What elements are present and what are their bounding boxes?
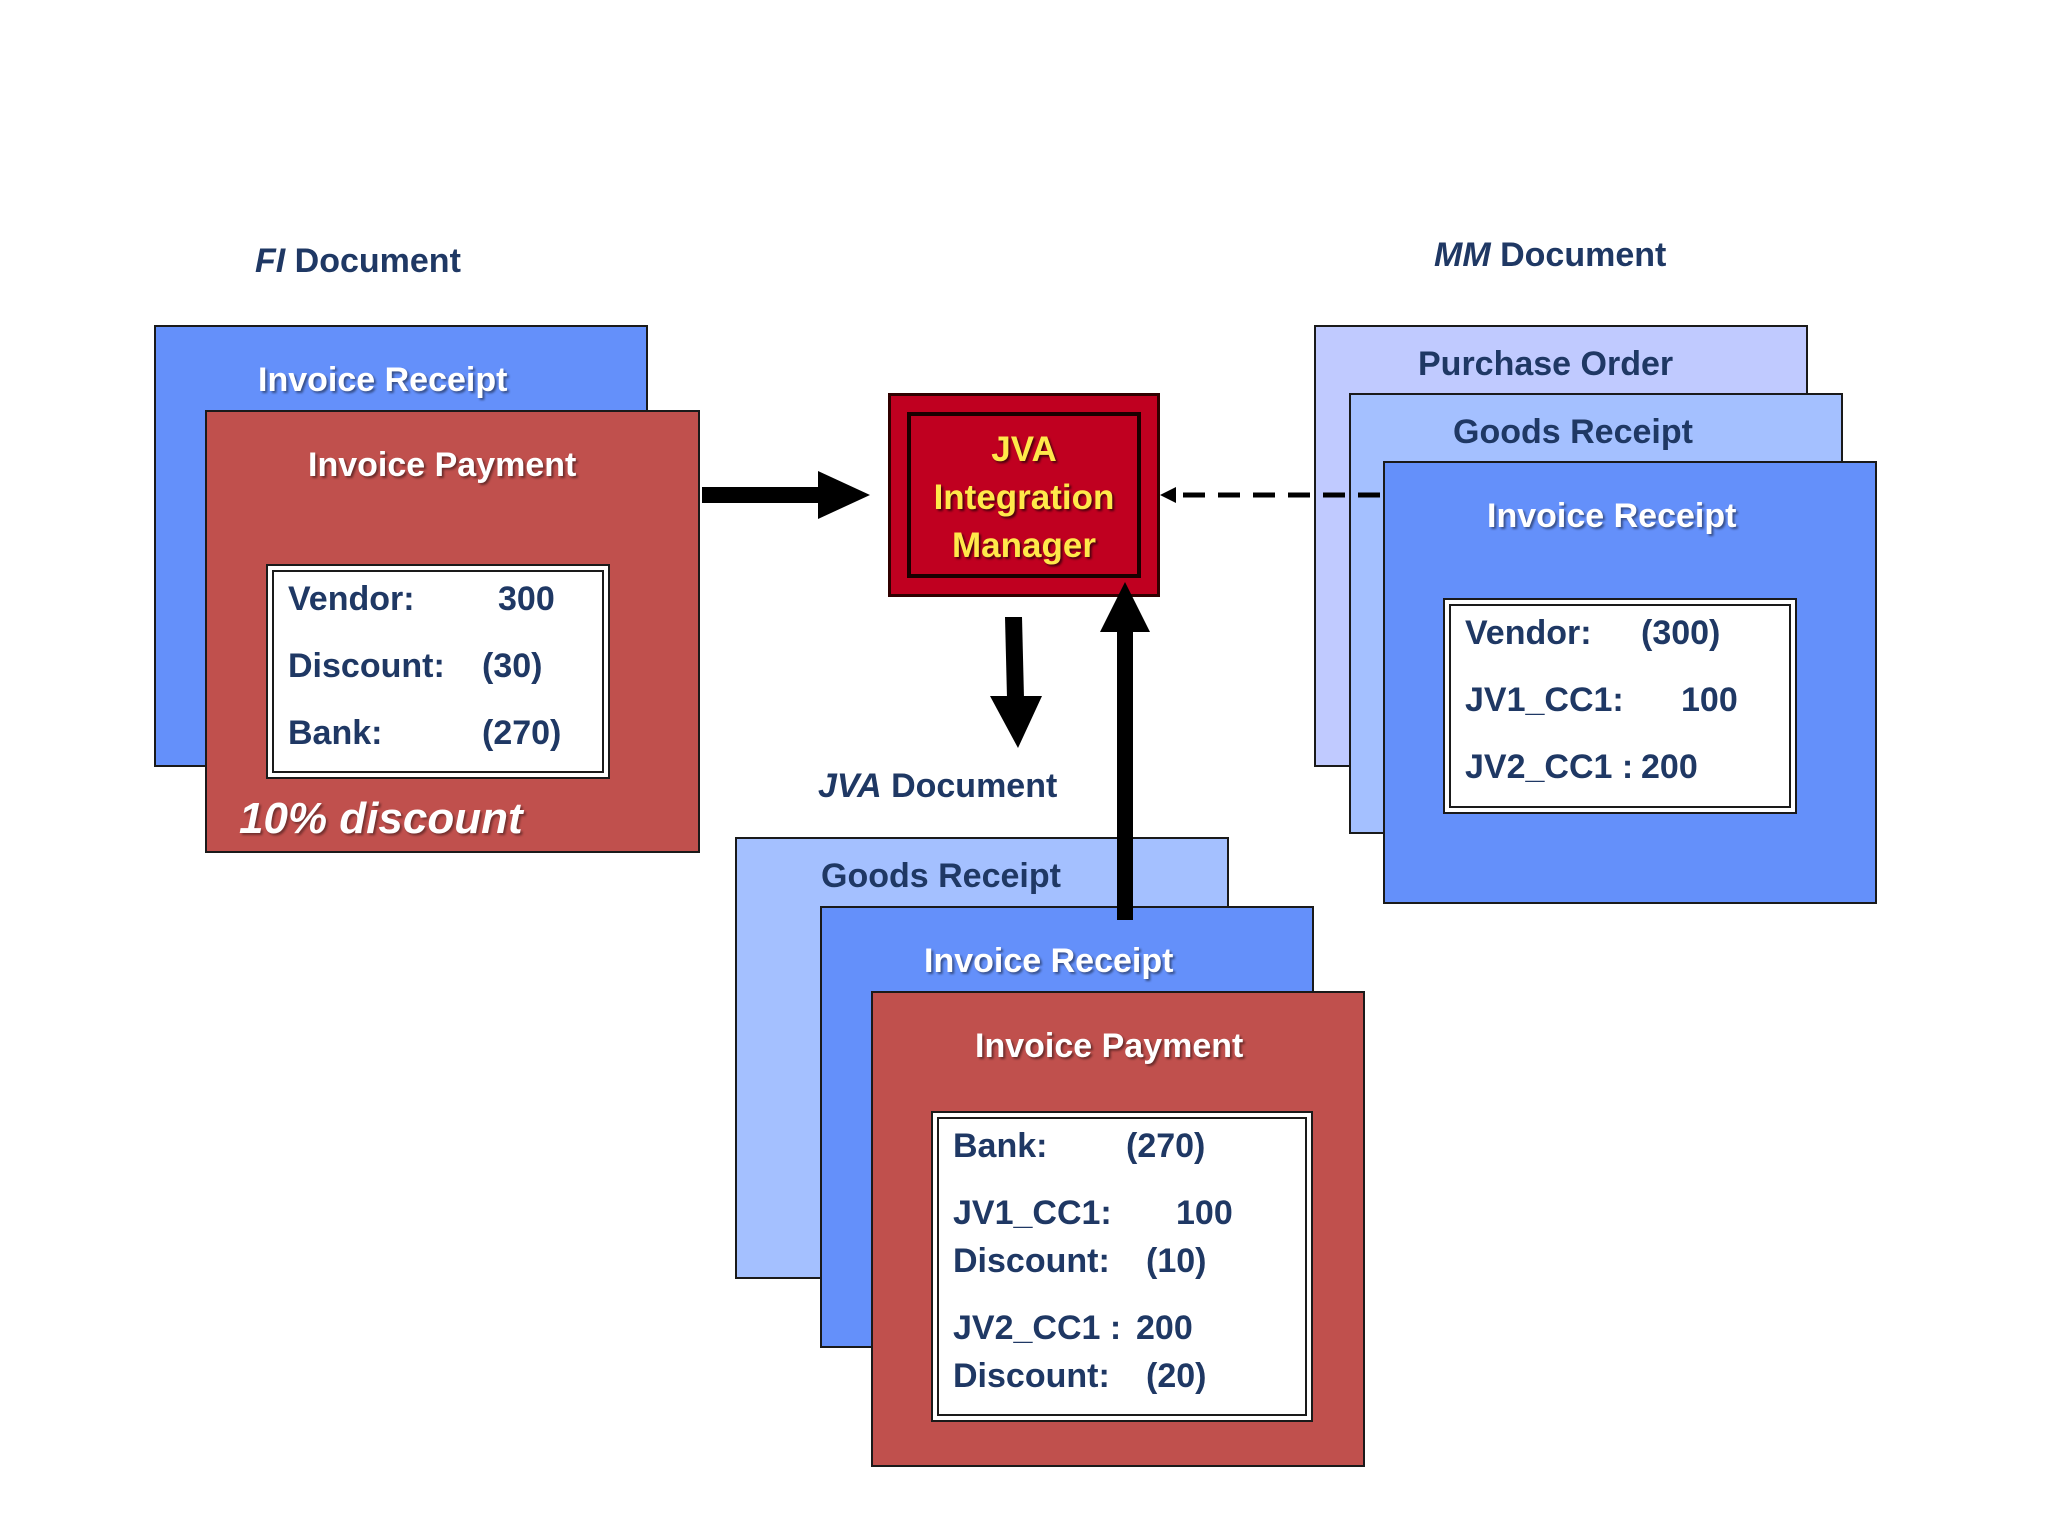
manager-inner-frame bbox=[907, 412, 1141, 578]
fi-invoice-payment-card: Invoice Payment Vendor: 300 Discount: (3… bbox=[205, 410, 700, 853]
mm-to-manager-dashed-arrow bbox=[1160, 487, 1380, 503]
manager-line-2: Integration bbox=[933, 478, 1115, 517]
jva-invoice-payment-card: Invoice Payment Bank: (270) JV1_CC1: 100… bbox=[871, 991, 1365, 1467]
jva-invoice-payment-title: Invoice Payment bbox=[975, 1027, 1244, 1065]
mm-invoice-receipt-card: Invoice Receipt Vendor: (300) JV1_CC1: 1… bbox=[1383, 461, 1877, 904]
jva-invoice-receipt-title: Invoice Receipt bbox=[924, 942, 1174, 980]
fi-to-manager-arrow bbox=[702, 471, 870, 519]
fi-invoice-payment-title: Invoice Payment bbox=[308, 446, 577, 484]
jva-integration-manager: JVA Integration Manager bbox=[888, 393, 1160, 597]
fi-entries-box: Vendor: 300 Discount: (30) Bank: (270) bbox=[266, 564, 610, 779]
manager-line-1: JVA bbox=[991, 430, 1057, 469]
jva-entries-box: Bank: (270) JV1_CC1: 100 Discount: (10) … bbox=[931, 1111, 1313, 1422]
discount-note: 10% discount bbox=[239, 794, 523, 843]
mm-document-heading: MM Document bbox=[1434, 236, 1667, 274]
mm-entries-box: Vendor: (300) JV1_CC1: 100 JV2_CC1 : 200 bbox=[1443, 598, 1797, 814]
fi-document-heading: FI Document bbox=[255, 242, 461, 280]
mm-goods-receipt-title: Goods Receipt bbox=[1453, 413, 1693, 451]
jva-to-manager-arrow bbox=[1100, 582, 1150, 920]
fi-invoice-receipt-title: Invoice Receipt bbox=[258, 361, 508, 399]
mm-invoice-receipt-title: Invoice Receipt bbox=[1487, 497, 1737, 535]
manager-to-jva-arrow bbox=[990, 617, 1042, 748]
manager-line-3: Manager bbox=[952, 526, 1096, 565]
jva-document-heading: JVA Document bbox=[818, 767, 1058, 805]
jva-goods-receipt-title: Goods Receipt bbox=[821, 857, 1061, 895]
mm-purchase-order-title: Purchase Order bbox=[1418, 345, 1674, 383]
